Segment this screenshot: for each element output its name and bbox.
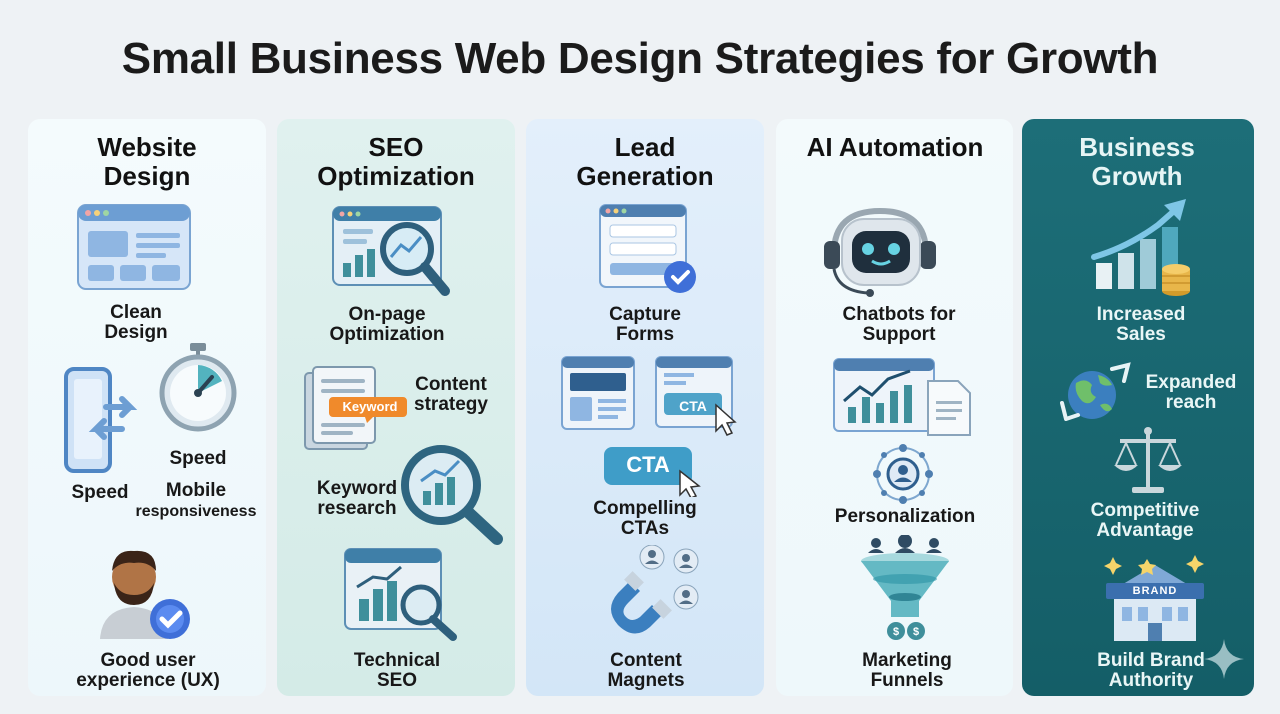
growth-chart-coins-icon xyxy=(1088,197,1200,299)
competitive-advantage-label: Competitive Advantage xyxy=(1090,500,1200,541)
browser-magnifier-icon xyxy=(331,205,453,303)
svg-text:$: $ xyxy=(913,626,919,638)
speed-left-label: Speed xyxy=(71,482,129,503)
stopwatch-icon xyxy=(156,341,240,433)
column-website-design: Website Design Clean Design xyxy=(28,119,266,696)
column-lead-generation: Lead Generation Capture Forms xyxy=(526,119,764,696)
brand-building-icon: BRAND xyxy=(1100,553,1210,643)
expanded-reach-label: Expanded reach xyxy=(1145,372,1237,413)
cta-small-text: CTA xyxy=(679,398,707,414)
increased-sales-label: Increased Sales xyxy=(1096,304,1186,345)
compelling-ctas-label: Compelling CTAs xyxy=(593,498,697,539)
column-heading: Lead Generation xyxy=(576,132,714,191)
funnel-people-icon: $ $ xyxy=(858,535,952,643)
sparkle-icon xyxy=(1202,637,1246,681)
column-heading: Business Growth xyxy=(1079,132,1195,191)
column-seo-optimization: SEO Optimization On-page Optimization xyxy=(277,119,515,696)
column-heading: SEO Optimization xyxy=(317,132,475,191)
capture-forms-label: Capture Forms xyxy=(609,304,681,345)
globe-arrows-icon xyxy=(1058,361,1138,427)
robot-headset-icon xyxy=(820,201,942,301)
ux-label: Good user experience (UX) xyxy=(76,650,220,691)
column-business-growth: Business Growth Increased Sales Expanded… xyxy=(1022,119,1254,696)
magnifier-chart-icon xyxy=(397,441,507,545)
build-brand-label: Build Brand Authority xyxy=(1097,650,1205,691)
content-magnets-label: Content Magnets xyxy=(607,650,685,691)
form-check-icon xyxy=(598,203,700,299)
scale-icon xyxy=(1110,425,1186,497)
keyword-document-icon: Keyword xyxy=(299,363,411,453)
svg-text:$: $ xyxy=(893,626,899,638)
technical-seo-label: Technical SEO xyxy=(353,650,441,691)
speed-right-label: Speed xyxy=(169,448,227,469)
cta-button-icon: CTA xyxy=(602,445,706,497)
cta-big-text: CTA xyxy=(626,452,670,477)
keyword-badge: Keyword xyxy=(342,399,398,414)
user-check-icon xyxy=(96,543,196,643)
marketing-funnels-label: Marketing Funnels xyxy=(862,650,952,691)
browser-cta-icon: CTA xyxy=(654,355,744,439)
user-network-icon xyxy=(870,441,936,507)
dashboard-doc-icon xyxy=(832,357,974,439)
column-heading: Website Design xyxy=(97,132,197,191)
phone-arrows-icon xyxy=(62,365,144,475)
clean-design-label: Clean Design xyxy=(104,302,168,343)
chatbots-label: Chatbots for Support xyxy=(842,304,956,345)
responsiveness-label: responsiveness xyxy=(135,503,257,520)
magnet-people-icon xyxy=(600,545,712,647)
browser-layout-icon xyxy=(76,203,194,295)
keyword-research-label: Keyword research xyxy=(316,478,398,519)
browser-layout-icon xyxy=(560,355,638,435)
column-ai-automation: AI Automation Chatbots for Support xyxy=(776,119,1013,696)
personalization-label: Personalization xyxy=(834,506,976,527)
column-heading: AI Automation xyxy=(806,132,984,162)
onpage-label: On-page Optimization xyxy=(329,304,445,345)
mobile-label: Mobile xyxy=(165,480,227,501)
page-title: Small Business Web Design Strategies for… xyxy=(121,34,1159,83)
brand-sign-text: BRAND xyxy=(1132,585,1178,597)
content-strategy-label: Content strategy xyxy=(414,374,488,415)
browser-chart-icon xyxy=(341,547,463,643)
